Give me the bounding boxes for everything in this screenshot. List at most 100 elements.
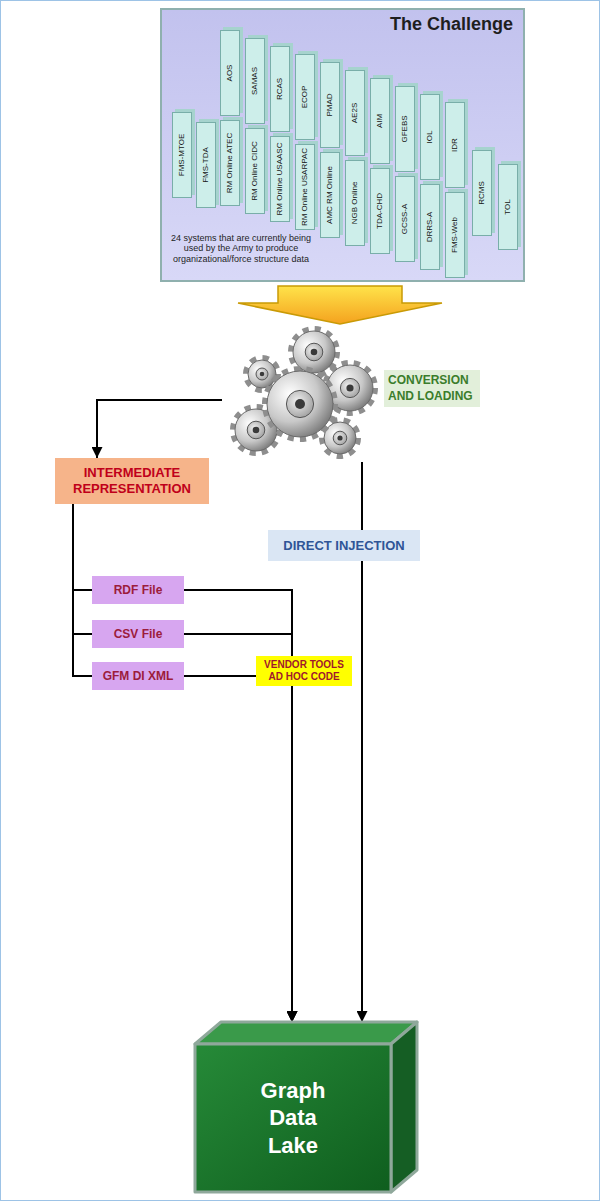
system-column: AIM (370, 78, 390, 164)
text-holder: GFEBS (401, 115, 409, 142)
connector-line (97, 400, 222, 458)
system-column: TDA-CHD (370, 168, 390, 254)
text-holder: TOL (504, 199, 512, 214)
text-holder: RM Online CIDC (251, 141, 259, 201)
box-label: INTERMEDIATE REPRESENTATION (59, 465, 205, 496)
text-holder: TDA-CHD (376, 193, 384, 229)
text-holder: AIM (376, 114, 384, 128)
system-name: TDA-CHD (376, 193, 384, 229)
gear-hub (286, 390, 313, 417)
text-holder: IOL (426, 131, 434, 144)
system-column: AMC RM Online (320, 152, 340, 238)
text-holder: AMC RM Online (326, 166, 334, 224)
stage-label: CONVERSION AND LOADING (388, 373, 476, 404)
gear-body (267, 371, 333, 437)
gear-teeth (323, 421, 357, 455)
system-name: RCAS (276, 78, 284, 100)
gear-hub (340, 378, 359, 397)
conversion-stage: CONVERSION AND LOADING (222, 326, 378, 462)
system-name: RM Online USAASC (276, 143, 284, 216)
panel-title: The Challenge (390, 14, 513, 35)
intermediate-box: INTERMEDIATE REPRESENTATION (55, 458, 209, 504)
gear-hole (253, 427, 260, 434)
system-column: DRRS-A (420, 184, 440, 270)
system-name: ECOP (301, 86, 309, 109)
gear (247, 359, 277, 389)
system-name: FMS-MTOE (178, 134, 186, 177)
system-name: AE2S (351, 103, 359, 123)
connector-line (73, 504, 92, 634)
system-name: DRRS-A (426, 212, 434, 243)
system-column: FMS-TDA (196, 122, 216, 208)
system-name: AOS (226, 65, 234, 82)
gear-body (248, 360, 276, 388)
system-column: FMS-MTOE (172, 112, 192, 198)
text-holder: IDR (451, 138, 459, 152)
gear-teeth (266, 370, 334, 438)
text-holder: FMS-MTOE (178, 134, 186, 177)
system-column: RM Online USARPAC (295, 144, 315, 230)
system-column: GCSS-A (395, 176, 415, 262)
file-format-box: CSV File (92, 620, 184, 648)
text-holder: GFM DI XML (103, 669, 174, 683)
system-name: AIM (376, 114, 384, 128)
gear-hub (256, 368, 268, 380)
connector-line (73, 504, 92, 676)
edge-label: VENDOR TOOLS AD HOC CODE (260, 659, 348, 683)
system-name: RM Online CIDC (251, 141, 259, 201)
system-column: TOL (498, 164, 518, 250)
text-holder: 24 systems that are currently being used… (168, 233, 314, 264)
gear-hole (295, 399, 305, 409)
cube-top (195, 1022, 417, 1044)
system-column: AE2S (345, 70, 365, 156)
challenge-panel: FMS-MTOEFMS-TDAAOSRM Online ATECSAMASRM … (160, 8, 525, 282)
gear-hole (311, 349, 318, 356)
system-column: SAMAS (245, 38, 265, 124)
system-column: RM Online CIDC (245, 128, 265, 214)
text-holder: PMAD (326, 93, 334, 116)
system-column: AOS (220, 30, 240, 116)
file-format-box: RDF File (92, 576, 184, 604)
text-holder: RM Online USARPAC (301, 148, 309, 226)
gear (323, 421, 357, 455)
cube-label: Graph Data Lake (243, 1077, 343, 1160)
box-label: CSV File (114, 627, 163, 641)
system-column: IDR (445, 102, 465, 188)
gear-hole (337, 435, 342, 440)
system-column: ECOP (295, 54, 315, 140)
text-holder: RCMS (478, 181, 486, 205)
text-holder: DRRS-A (426, 212, 434, 243)
text-holder: ECOP (301, 86, 309, 109)
system-name: FMS-TDA (202, 147, 210, 183)
edge-label: DIRECT INJECTION (274, 538, 414, 553)
text-holder: FMS-Web (451, 217, 459, 253)
system-column: IOL (420, 94, 440, 180)
system-column: RCAS (270, 46, 290, 132)
cube-side (391, 1022, 417, 1192)
system-name: GFEBS (401, 115, 409, 142)
text-holder: CONVERSION AND LOADING (384, 370, 480, 407)
text-holder: Graph Data Lake (195, 1044, 391, 1192)
text-holder: GCSS-A (401, 204, 409, 235)
text-holder: INTERMEDIATE REPRESENTATION (59, 465, 205, 496)
system-column: RM Online USAASC (270, 136, 290, 222)
box-label: RDF File (114, 583, 163, 597)
cube-front (195, 1044, 391, 1192)
panel-note: 24 systems that are currently being used… (168, 233, 314, 264)
system-name: NGB Online (351, 182, 359, 225)
connector-line (184, 676, 292, 1022)
gear-hub (247, 421, 265, 439)
system-name: GCSS-A (401, 204, 409, 235)
gear-teeth (247, 359, 277, 389)
system-column: FMS-Web (445, 192, 465, 278)
system-name: TOL (504, 199, 512, 214)
text-holder: FMS-TDA (202, 147, 210, 183)
system-column: RCMS (472, 150, 492, 236)
system-name: RCMS (478, 181, 486, 205)
box-label: GFM DI XML (103, 669, 174, 683)
text-holder: RCAS (276, 78, 284, 100)
